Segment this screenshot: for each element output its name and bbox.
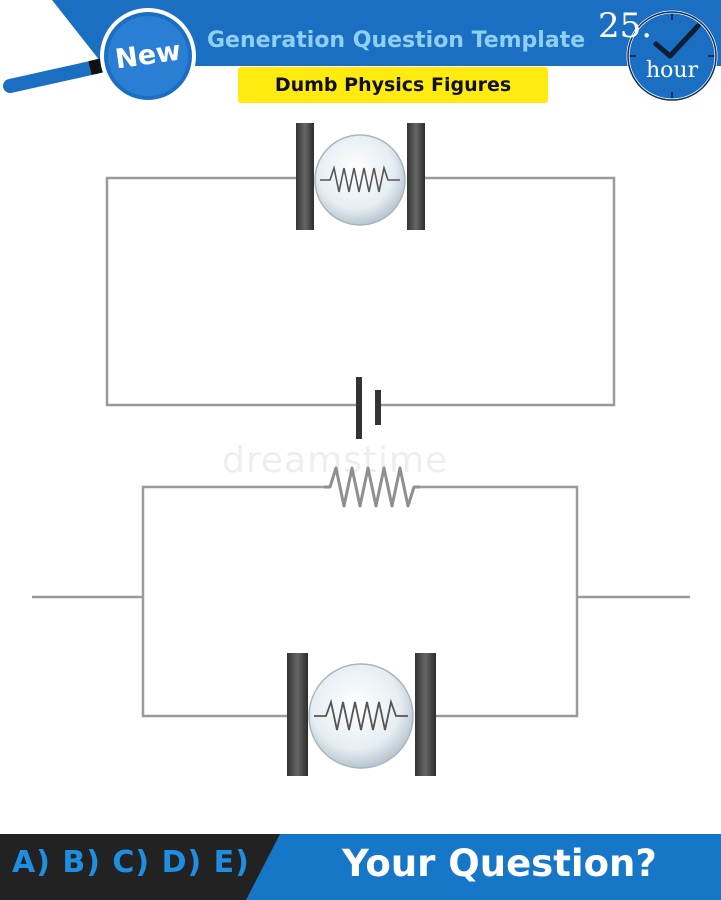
resistor-icon xyxy=(324,466,420,508)
bottom-bulb-icon xyxy=(287,653,436,776)
clock-unit: hour xyxy=(646,58,699,83)
subtitle-text: Dumb Physics Figures xyxy=(274,74,512,96)
header-banner xyxy=(52,0,721,66)
magnifier-icon xyxy=(3,8,196,104)
question-label: Your Question? xyxy=(342,842,657,885)
clock-number: 25. xyxy=(598,6,653,46)
bottom-circuit-wires xyxy=(32,485,690,718)
top-bulb-icon xyxy=(296,123,425,230)
circuit-diagram xyxy=(32,123,690,776)
battery-icon xyxy=(356,377,381,439)
checkmark-icon xyxy=(653,23,701,59)
page-title: Generation Question Template xyxy=(207,28,586,53)
clock-icon xyxy=(626,10,718,102)
subtitle-banner: Dumb Physics Figures xyxy=(238,67,548,103)
footer-banner xyxy=(0,834,721,900)
answer-options: A) B) C) D) E) xyxy=(12,845,250,880)
top-circuit-wires xyxy=(105,176,616,407)
